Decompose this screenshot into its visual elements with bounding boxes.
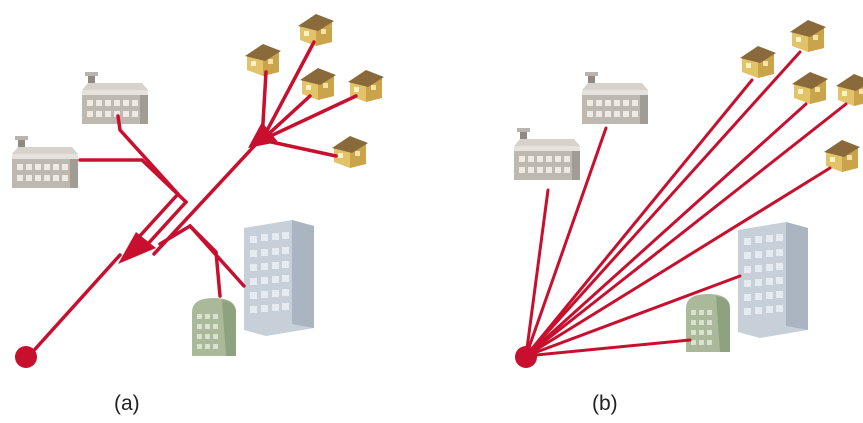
edge [136, 192, 180, 240]
edge [524, 188, 550, 358]
house-icon [836, 74, 863, 106]
edge [158, 223, 246, 288]
edge [524, 102, 848, 358]
house-icon [300, 68, 336, 100]
house-icon [245, 44, 281, 76]
edge [116, 114, 180, 196]
panel-b [514, 20, 863, 368]
flow-arrow-icon [248, 122, 278, 148]
office-building-icon [738, 222, 808, 338]
factory-icon [514, 128, 580, 180]
panel-a [12, 14, 384, 368]
panel-a-label: (a) [114, 392, 140, 415]
edge [188, 224, 222, 298]
office-building-icon [244, 220, 314, 336]
edge [144, 200, 188, 248]
edge [260, 40, 316, 142]
edge [524, 126, 608, 358]
factory-icon [582, 72, 648, 124]
small-building-icon [192, 298, 236, 356]
source-node [515, 346, 537, 368]
edge [524, 78, 754, 358]
edge [524, 50, 802, 358]
house-icon [298, 14, 334, 46]
edge [524, 338, 692, 358]
flow-arrow-icon [118, 232, 156, 264]
house-icon [740, 46, 776, 78]
edge [260, 94, 358, 142]
factory-icon [12, 136, 78, 188]
edge [78, 158, 188, 204]
edge [524, 274, 742, 358]
house-icon [332, 136, 368, 168]
factory-icon [82, 72, 148, 124]
edge [524, 102, 808, 358]
edge [524, 166, 832, 358]
source-node [15, 346, 37, 368]
edge [26, 253, 122, 359]
house-icon [792, 72, 828, 104]
house-icon [790, 20, 826, 52]
panel-b-label: (b) [592, 392, 618, 415]
small-building-icon [686, 294, 730, 352]
